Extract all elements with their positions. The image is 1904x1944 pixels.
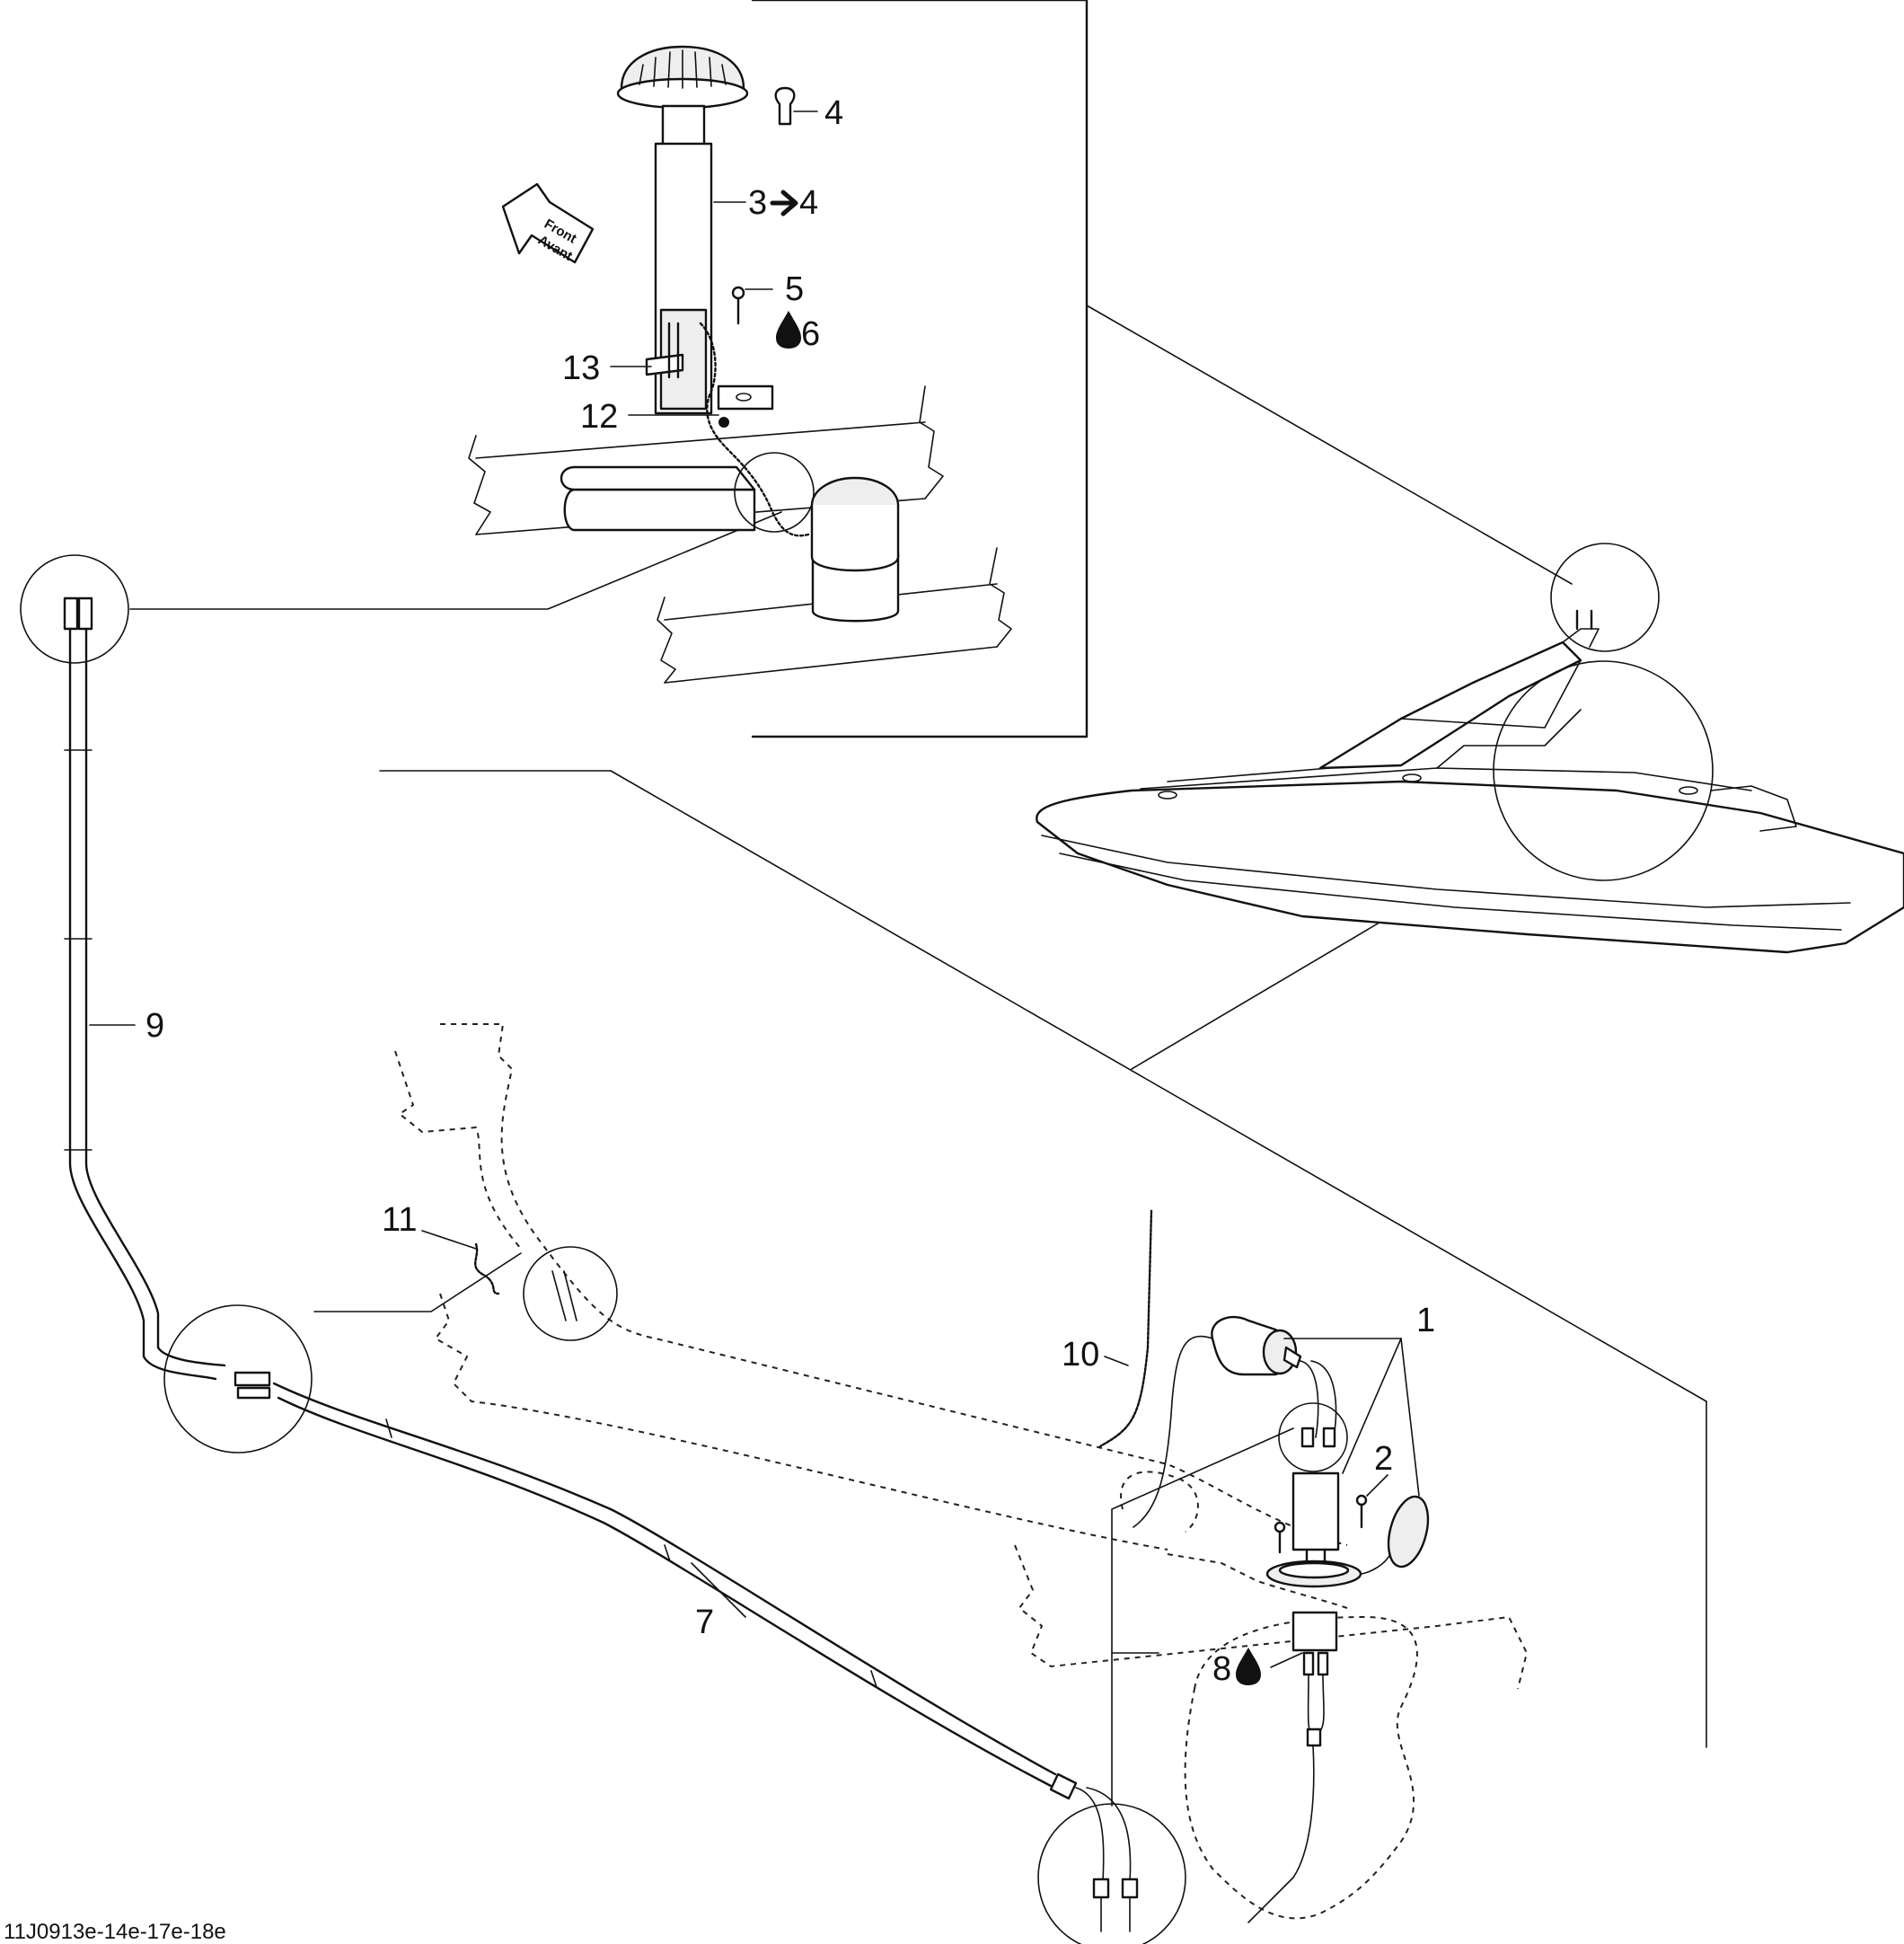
harness-9 — [20, 554, 313, 1454]
callout-4: 4 — [824, 94, 843, 132]
hull-outline — [394, 1023, 1529, 1920]
socket-assembly — [1133, 1315, 1430, 1923]
callout-leaders — [89, 110, 1420, 1668]
callout-11: 11 — [382, 1201, 417, 1239]
right-arrow-icon — [770, 190, 798, 216]
callout-13: 13 — [562, 349, 600, 387]
item-10-conduit — [1098, 1209, 1153, 1448]
callout-10: 10 — [1062, 1336, 1099, 1374]
callout-2: 2 — [1374, 1440, 1393, 1478]
harness-7 — [272, 1382, 1186, 1944]
boat-illustration — [1036, 543, 1904, 954]
front-direction-arrow: Front Avant — [501, 182, 595, 264]
item-11-conduit — [474, 1242, 618, 1341]
callout-1: 1 — [1416, 1302, 1435, 1339]
callout-12: 12 — [580, 398, 618, 436]
drop-icon — [1236, 1648, 1261, 1685]
callout-8: 8 — [1212, 1650, 1231, 1688]
callout-6: 6 — [801, 315, 820, 353]
callout-7: 7 — [695, 1604, 714, 1641]
inset-frame — [751, 0, 1089, 738]
callout-3: 3 — [748, 184, 767, 222]
callout-3-target: 4 — [799, 184, 818, 222]
stern-light-assembly — [468, 45, 1012, 684]
drop-icon — [776, 311, 801, 349]
drawing-number: 11J0913e-14e-17e-18e — [4, 1920, 226, 1944]
callout-9: 9 — [145, 1007, 164, 1045]
callout-labels: 4 3 4 5 6 13 12 9 11 10 1 2 7 8 — [145, 94, 1435, 1688]
connector-lines — [129, 305, 1707, 1807]
callout-5: 5 — [785, 270, 804, 308]
